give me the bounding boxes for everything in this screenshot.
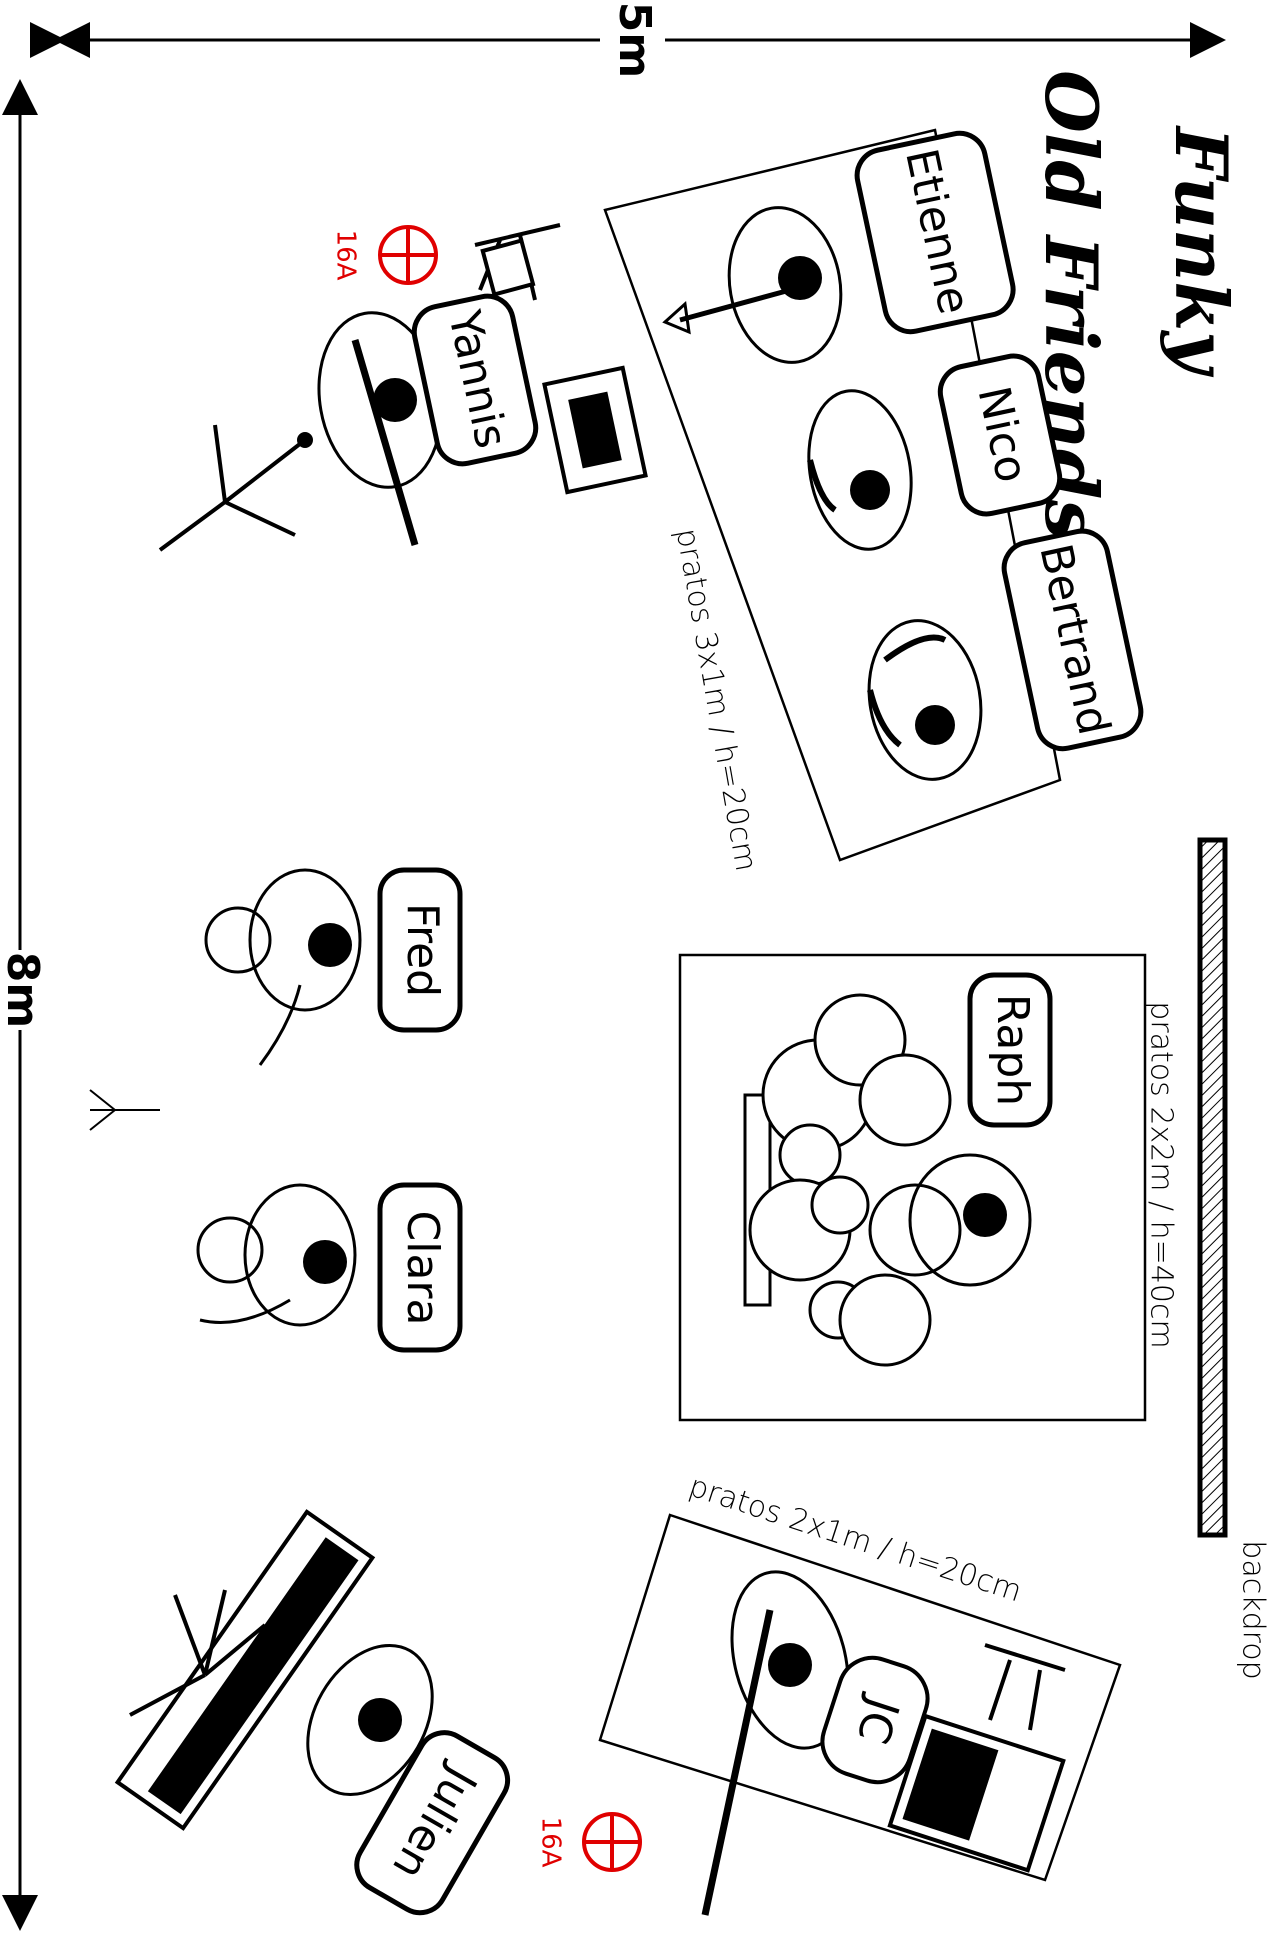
amplifier-icon [887, 1713, 1066, 1873]
musician-yannis: Yannis [158, 223, 648, 552]
title-line1: Funky [1159, 125, 1244, 377]
power-label-bottom: 16A [536, 1817, 566, 1868]
head-icon [850, 470, 890, 510]
length-dimension: 8m [0, 79, 48, 1931]
drums-riser: pratos 2x2m / h=40cm [678, 953, 1179, 1422]
drums-riser-label: pratos 2x2m / h=40cm [1144, 1001, 1179, 1348]
label-yannis [411, 293, 539, 467]
drum-kit-icon [743, 993, 962, 1367]
keyboard-icon [114, 1509, 376, 1831]
guitar-icon [351, 339, 419, 546]
bass-guitar-icon [701, 1609, 774, 1916]
musician-jc: JC [701, 1570, 1066, 1916]
musician-bertrand: Bertrand [867, 528, 1144, 781]
head-icon [373, 378, 417, 422]
saxophone-icon [807, 459, 837, 513]
saxophone-icon [867, 634, 947, 748]
head-icon [308, 923, 352, 967]
head-icon [768, 1643, 812, 1687]
musician-nico: Nico [807, 353, 1063, 551]
band-title: Funky Old Friends [1029, 70, 1244, 540]
chair-icon [474, 223, 561, 301]
label-fred [377, 867, 463, 1033]
musician-raph: Raph [743, 972, 1053, 1367]
mic-stand-icon [129, 1589, 267, 1717]
name-raph: Raph [987, 994, 1038, 1106]
musician-clara: Clara [196, 1182, 463, 1353]
length-label: 8m [0, 952, 48, 1028]
head-icon [303, 1240, 347, 1284]
horns-riser-label: pratos 3x1m / h=20cm [669, 526, 764, 874]
bass-riser-label: pratos 2x1m / h=20cm [685, 1469, 1026, 1610]
mic-stand-icon [196, 1216, 264, 1284]
width-label: 5m [609, 2, 660, 78]
label-bertrand [1001, 528, 1144, 752]
mic-stand-icon [158, 424, 313, 552]
power-outlet-bottom: 16A [536, 1812, 642, 1872]
amplifier-icon [542, 365, 648, 495]
backdrop: backdrop [1197, 837, 1271, 1680]
label-etienne [854, 130, 1016, 335]
musician-etienne: Etienne [662, 130, 1016, 364]
label-nico [937, 353, 1063, 517]
power-label-top: 16A [331, 230, 361, 281]
monitor-marker-icon [89, 1089, 160, 1131]
head-icon [358, 1698, 402, 1742]
musician-julien: Julien [114, 1509, 511, 1916]
width-dimension: 5m [30, 2, 1226, 78]
mic-stand-icon [204, 906, 272, 974]
musician-fred: Fred [204, 867, 463, 1066]
chair-icon [984, 1643, 1066, 1731]
head-icon [963, 1193, 1007, 1237]
power-outlet-top: 16A [331, 225, 438, 285]
head-icon [915, 705, 955, 745]
name-clara: Clara [397, 1211, 448, 1326]
label-raph [967, 972, 1053, 1128]
trumpet-icon [662, 301, 691, 335]
label-julien [354, 1730, 511, 1916]
name-fred: Fred [397, 903, 448, 997]
backdrop-label: backdrop [1236, 1540, 1271, 1679]
label-clara [377, 1182, 463, 1353]
